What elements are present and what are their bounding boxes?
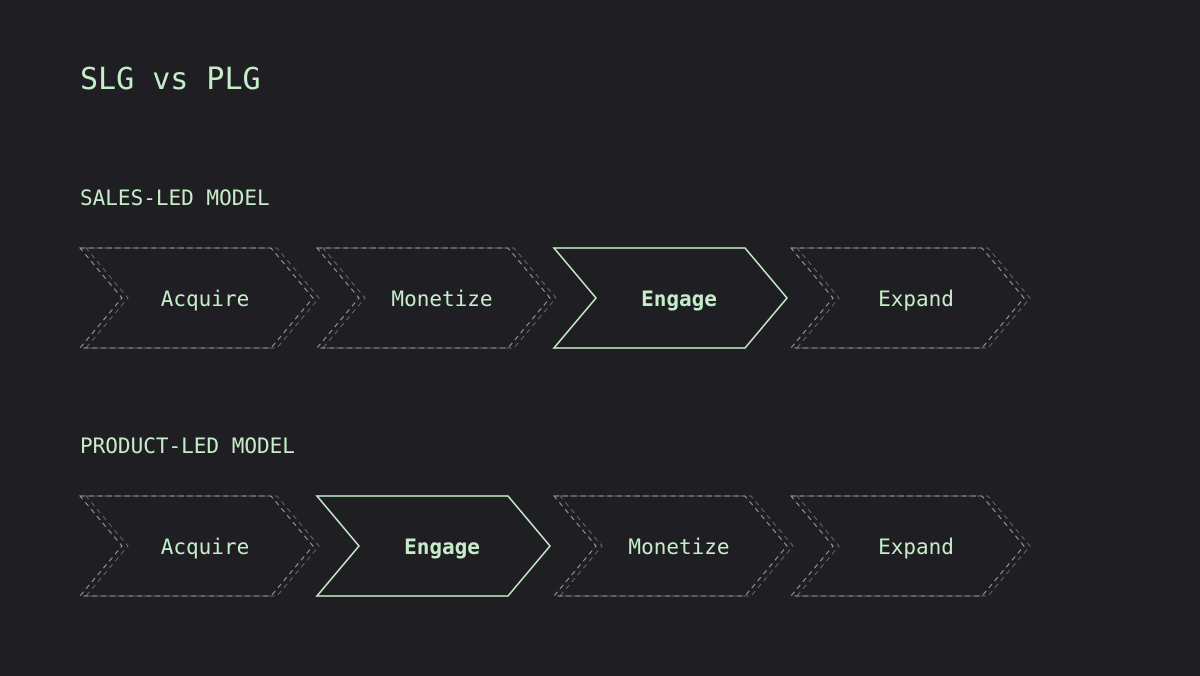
sales-stage-expand-echo-outline <box>795 247 1031 349</box>
sales-stage-engage: Engage <box>552 247 789 349</box>
sales-led-model-label: SALES-LED MODEL <box>80 186 270 210</box>
product-stage-monetize-chevron <box>552 495 788 597</box>
product-stage-monetize: Monetize <box>552 495 794 597</box>
page-title: SLG vs PLG <box>80 62 261 97</box>
product-stage-expand-chevron <box>789 495 1025 597</box>
sales-stage-monetize: Monetize <box>315 247 557 349</box>
product-led-model-label: PRODUCT-LED MODEL <box>80 434 295 458</box>
sales-led-flow: Acquire Monetize Engage Expand <box>78 247 1031 349</box>
product-stage-expand: Expand <box>789 495 1031 597</box>
sales-stage-monetize-chevron <box>315 247 551 349</box>
product-stage-engage-chevron <box>315 495 552 597</box>
product-stage-acquire: Acquire <box>78 495 320 597</box>
sales-stage-monetize-label: Monetize <box>391 287 492 311</box>
product-stage-acquire-echo-outline <box>84 495 320 597</box>
sales-stage-acquire-label: Acquire <box>161 287 250 311</box>
product-stage-monetize-echo-outline <box>558 495 794 597</box>
sales-stage-expand-chevron <box>789 247 1025 349</box>
product-stage-expand-label: Expand <box>878 535 954 559</box>
sales-stage-expand-label: Expand <box>878 287 954 311</box>
sales-stage-engage-chevron <box>552 247 789 349</box>
sales-stage-monetize-echo-outline <box>321 247 557 349</box>
sales-stage-acquire: Acquire <box>78 247 320 349</box>
product-stage-engage-label: Engage <box>404 535 480 559</box>
sales-stage-expand: Expand <box>789 247 1031 349</box>
sales-stage-acquire-chevron <box>78 247 314 349</box>
product-stage-acquire-chevron <box>78 495 314 597</box>
sales-stage-acquire-echo-outline <box>84 247 320 349</box>
product-stage-acquire-label: Acquire <box>161 535 250 559</box>
product-led-flow: Acquire Engage Monetize Expand <box>78 495 1031 597</box>
product-stage-engage: Engage <box>315 495 552 597</box>
product-stage-expand-echo-outline <box>795 495 1031 597</box>
product-stage-monetize-label: Monetize <box>628 535 729 559</box>
sales-stage-engage-label: Engage <box>641 287 717 311</box>
